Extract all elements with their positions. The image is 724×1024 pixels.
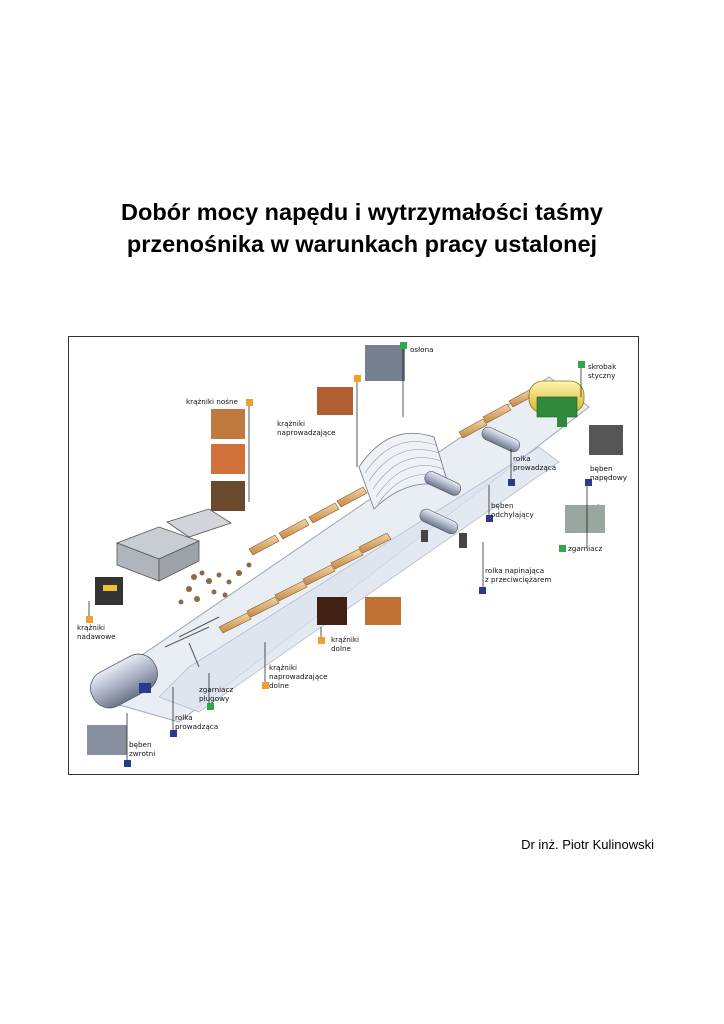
feed-hopper	[115, 508, 232, 582]
plough-scraper	[164, 616, 220, 668]
label-beben-zwrot-2: zwrotni	[129, 749, 156, 758]
label-skrobak-2: styczny	[588, 371, 616, 380]
bulk-material	[178, 562, 252, 605]
label-zgarniacz-top: zgarniacz	[568, 544, 603, 553]
drive-drum	[528, 380, 585, 427]
markers	[86, 342, 592, 767]
label-beben-odch-2: odchylający	[491, 510, 534, 519]
tail-pulley	[90, 653, 158, 709]
label-oslona: osłona	[410, 345, 434, 354]
belt-cover	[358, 433, 450, 510]
thumbnail-photos	[87, 345, 623, 755]
label-rolka-prow-top-1: rolka	[513, 454, 531, 463]
title-line-1: Dobór mocy napędu i wytrzymałości taśmy	[121, 199, 603, 225]
label-rolka-napin-1: rolka napinająca	[485, 566, 545, 575]
snub-pulley-2	[424, 471, 462, 496]
label-beben-odch-1: bęben	[491, 501, 514, 510]
counterweight-2	[421, 530, 428, 542]
snub-pulley-1	[481, 426, 520, 453]
label-kraz-nadaw-2: nadawowe	[77, 632, 116, 641]
label-skrobak-1: skrobak	[588, 362, 617, 371]
label-kraz-naprow-1: krążniki	[277, 419, 306, 428]
label-beben-nap-2: napędowy	[590, 473, 628, 482]
label-rolka-napin-2: z przeciwciężarem	[485, 575, 552, 584]
counterweight	[459, 533, 467, 548]
label-kraz-naprow-dol-2: naprowadzające	[269, 672, 328, 681]
belt-lower	[158, 446, 560, 713]
label-beben-zwrot-1: bęben	[129, 740, 152, 749]
label-rolka-prow-bot-2: prowadząca	[175, 722, 219, 731]
label-kraz-dolne-1: krążniki	[331, 635, 360, 644]
document-title: Dobór mocy napędu i wytrzymałości taśmy …	[0, 196, 724, 260]
conveyor-illustration	[86, 342, 623, 767]
label-kraz-dolne-2: dolne	[331, 644, 351, 653]
label-zgarniacz-plug-1: zgarniacz	[199, 685, 234, 694]
label-kraz-naprow-dol-1: krążniki	[269, 663, 298, 672]
conveyor-figure: osłona skrobak styczny krążniki nośne kr…	[68, 336, 639, 775]
label-zgarniacz-plug-2: pługowy	[199, 694, 230, 703]
title-line-2: przenośnika w warunkach pracy ustalonej	[126, 231, 598, 257]
return-idlers	[218, 532, 392, 634]
take-up-pulley	[419, 508, 458, 535]
label-kraz-nosne: krążniki nośne	[186, 397, 238, 406]
label-rolka-prow-bot-1: rolka	[175, 713, 193, 722]
label-kraz-naprow-dol-3: dolne	[269, 681, 289, 690]
label-kraz-nadaw-1: krążniki	[77, 623, 106, 632]
label-kraz-naprow-2: naprowadzające	[277, 428, 336, 437]
author-name: Dr inż. Piotr Kulinowski	[521, 837, 654, 852]
label-beben-nap-1: bęben	[590, 464, 613, 473]
label-rolka-prow-top-2: prowadząca	[513, 463, 557, 472]
